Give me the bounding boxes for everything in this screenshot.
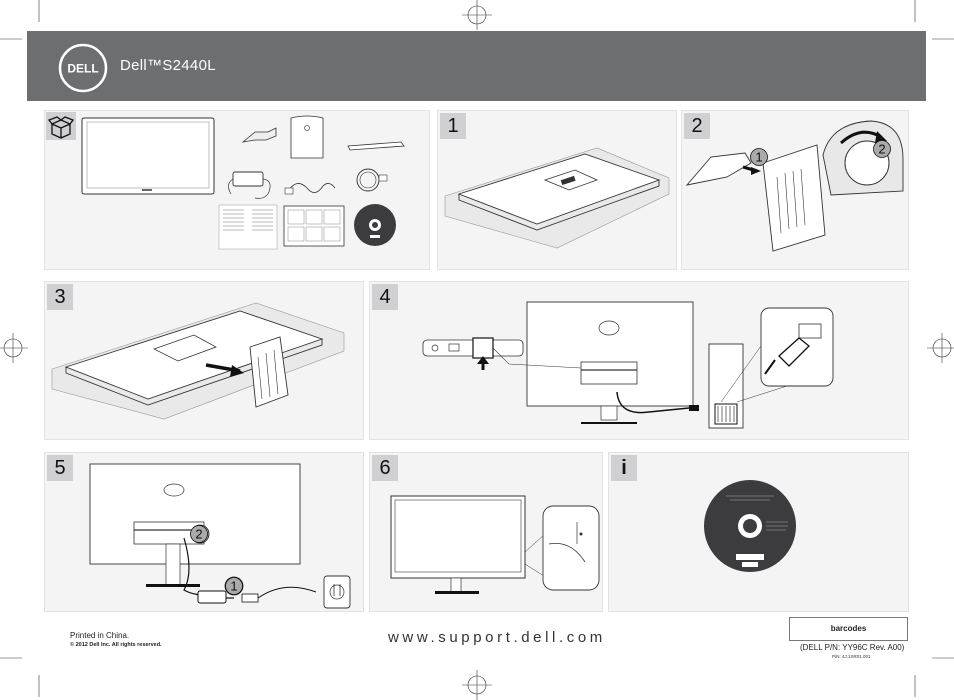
svg-text:2: 2 xyxy=(878,142,885,157)
step-number: 6 xyxy=(372,455,398,481)
cd-icon xyxy=(354,204,396,246)
barcodes-box: barcodes xyxy=(789,617,908,641)
stand-insert-illustration xyxy=(51,302,345,420)
documentation-illustration xyxy=(218,204,278,250)
vga-cable-illustration xyxy=(356,168,388,192)
step-number: i xyxy=(611,455,637,481)
monitor-face-down-illustration xyxy=(444,147,670,249)
dell-logo: DELL xyxy=(58,43,108,93)
cable-clip-illustration xyxy=(347,141,405,151)
step-number: 2 xyxy=(684,113,710,139)
callout-badge: 1 xyxy=(750,148,768,166)
registration-mark-icon xyxy=(462,670,492,700)
step-number: 1 xyxy=(440,113,466,139)
power-cable-illustration xyxy=(284,183,336,195)
power-button-illustration xyxy=(390,495,600,594)
registration-mark-icon xyxy=(927,333,954,363)
callout-badge: 2 xyxy=(190,525,208,543)
vga-connection-illustration xyxy=(422,301,834,429)
setup-guide-illustration xyxy=(283,205,345,247)
svg-text:2: 2 xyxy=(195,527,202,542)
svg-text:1: 1 xyxy=(755,150,762,165)
registration-mark-icon xyxy=(462,0,492,30)
header-band xyxy=(27,31,926,101)
copyright-text: © 2012 Dell Inc. All rights reserved. xyxy=(70,642,162,648)
registration-mark-icon xyxy=(0,333,28,363)
part-number-small: P/N: 4J.1SR01.001 xyxy=(832,654,871,659)
stand-base-illustration xyxy=(290,115,324,159)
support-url[interactable]: www.support.dell.com xyxy=(388,629,606,646)
model-title: Dell™S2440L xyxy=(120,57,216,74)
power-adapter-illustration xyxy=(228,171,271,199)
step-number: 3 xyxy=(47,284,73,310)
printed-in-text: Printed in China. xyxy=(70,631,130,640)
callout-badge: 1 xyxy=(225,577,243,595)
svg-text:DELL: DELL xyxy=(67,62,98,76)
documentation-cd-illustration xyxy=(704,480,796,572)
monitor-front-illustration xyxy=(81,117,215,195)
step-number: 4 xyxy=(372,284,398,310)
step-number: 5 xyxy=(47,455,73,481)
stand-neck-illustration xyxy=(241,127,277,143)
svg-text:1: 1 xyxy=(230,579,237,594)
part-number: (DELL P/N: YY96C Rev. A00) xyxy=(800,643,905,652)
callout-badge: 2 xyxy=(873,140,891,158)
stand-attach-illustration xyxy=(685,120,904,252)
box-icon xyxy=(46,112,76,140)
